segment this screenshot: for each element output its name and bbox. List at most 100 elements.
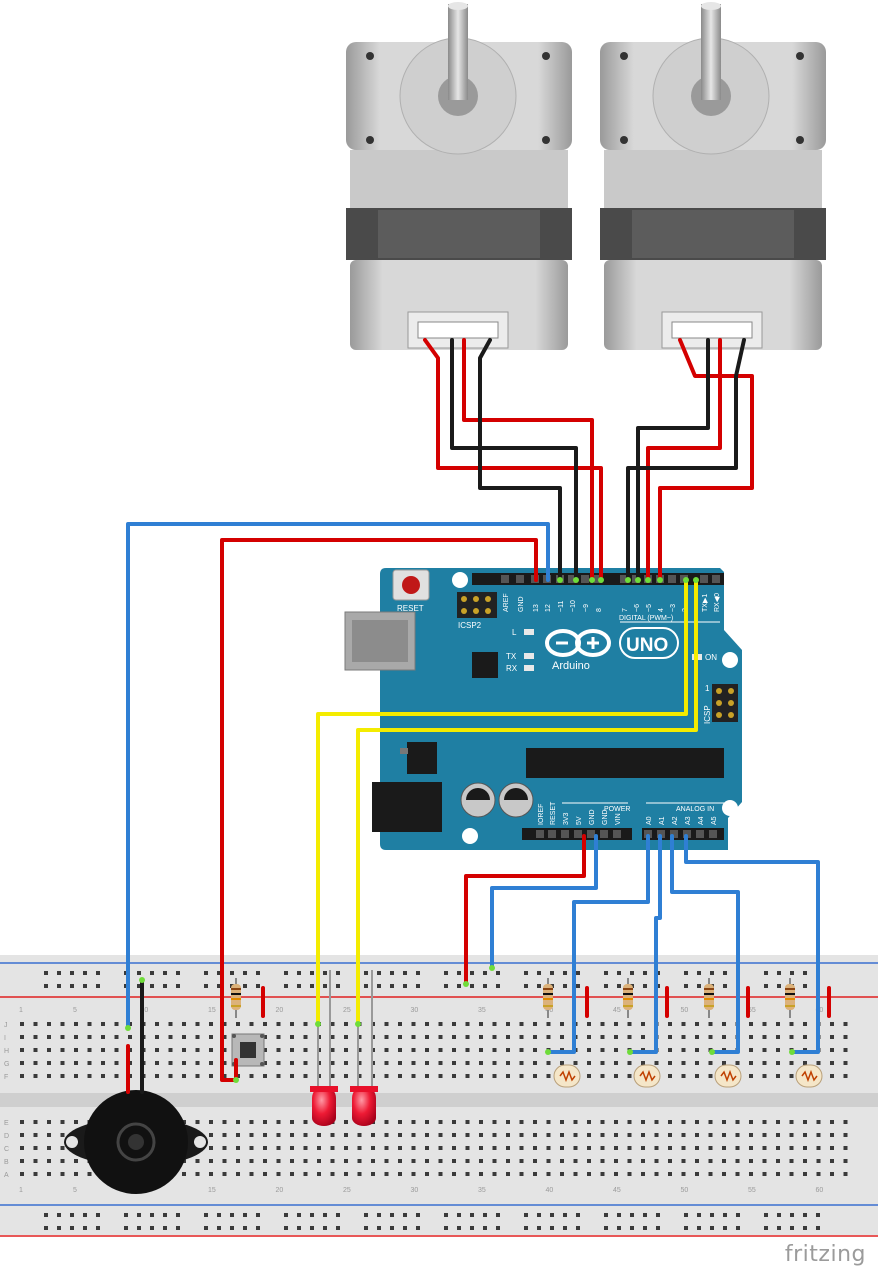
breadboard-hole	[762, 1022, 767, 1026]
icsp2-pin	[461, 596, 467, 602]
breadboard-column-number: 5	[73, 1187, 77, 1194]
power-rail-hole	[256, 984, 260, 988]
power-rail-hole	[83, 971, 87, 975]
power-rail-hole	[390, 1213, 394, 1217]
power-rail-hole	[617, 1226, 621, 1230]
power-rail-hole	[217, 1226, 221, 1230]
breadboard-hole	[708, 1074, 713, 1078]
breadboard: 1155101015152020252530303535404045455050…	[0, 955, 878, 1237]
breadboard-hole	[384, 1146, 389, 1150]
wire-end	[315, 1021, 321, 1027]
breadboard-hole	[263, 1035, 267, 1039]
breadboard-hole	[155, 1074, 159, 1078]
breadboard-hole	[20, 1061, 24, 1065]
breadboard-hole	[749, 1035, 753, 1039]
breadboard-hole	[438, 1146, 443, 1150]
breadboard-hole	[641, 1172, 645, 1176]
wire-end	[463, 981, 469, 987]
power-rail-hole	[790, 971, 794, 975]
breadboard-hole	[398, 1048, 402, 1052]
breadboard-hole	[87, 1035, 92, 1039]
breadboard-hole	[506, 1035, 510, 1039]
wire-endpoints	[125, 577, 795, 1083]
breadboard-hole	[33, 1048, 38, 1052]
breadboard-hole	[276, 1172, 281, 1176]
breadboard-hole	[47, 1133, 51, 1137]
wire-end	[589, 577, 595, 583]
power-rail-hole	[444, 984, 448, 988]
power-rail-hole	[57, 971, 61, 975]
breadboard-hole	[47, 1074, 51, 1078]
breadboard-hole	[290, 1061, 294, 1065]
breadboard-hole	[344, 1146, 348, 1150]
breadboard-hole	[263, 1159, 267, 1163]
breadboard-hole	[411, 1022, 416, 1026]
breadboard-hole	[789, 1172, 794, 1176]
breadboard-hole	[533, 1159, 537, 1163]
photoresistor-4	[795, 1064, 823, 1088]
header-pin	[700, 575, 708, 583]
power-rail-hole	[150, 1226, 154, 1230]
power-rail-hole	[124, 1226, 128, 1230]
breadboard-hole	[60, 1172, 65, 1176]
pin-label: ~6	[634, 604, 641, 612]
power-rail-hole	[336, 971, 340, 975]
pin-label: 13	[533, 604, 540, 612]
breadboard-hole	[492, 1146, 497, 1150]
breadboard-hole	[479, 1120, 483, 1124]
power-rail-hole	[57, 1226, 61, 1230]
header-pin	[594, 575, 602, 583]
breadboard-hole	[479, 1022, 483, 1026]
breadboard-hole	[479, 1035, 483, 1039]
breadboard-hole	[398, 1120, 402, 1124]
breadboard-hole	[533, 1061, 537, 1065]
power-rail-hole	[643, 1213, 647, 1217]
breadboard-hole	[506, 1022, 510, 1026]
pin-label: RX◀0	[714, 593, 721, 612]
wire-motor-left-3	[462, 338, 594, 582]
power-rail-hole	[604, 1226, 608, 1230]
breadboard-hole	[303, 1172, 308, 1176]
breadboard-hole	[438, 1159, 443, 1163]
breadboard-hole	[816, 1172, 821, 1176]
header-pin	[568, 575, 576, 583]
power-rail-hole	[684, 1213, 688, 1217]
breadboard-hole	[600, 1146, 605, 1150]
breadboard-hole	[465, 1061, 470, 1065]
breadboard-hole	[587, 1035, 591, 1039]
breadboard-column-number: 50	[681, 1187, 689, 1194]
power-rail-hole	[576, 984, 580, 988]
power-rail-hole	[764, 984, 768, 988]
power-rail-hole	[96, 984, 100, 988]
power-rail-hole	[803, 984, 807, 988]
breadboard-hole	[560, 1133, 564, 1137]
breadboard-hole	[155, 1035, 159, 1039]
breadboard-hole	[803, 1146, 807, 1150]
pin-label: ~10	[570, 600, 577, 612]
icsp-pin	[716, 700, 722, 706]
power-rail-hole	[576, 1226, 580, 1230]
breadboard-hole	[627, 1146, 632, 1150]
power-rail-hole	[70, 984, 74, 988]
header-pin	[712, 575, 720, 583]
power-rail-hole	[790, 1226, 794, 1230]
breadboard-hole	[627, 1120, 632, 1124]
breadboard-hole	[762, 1172, 767, 1176]
breadboard-hole	[681, 1133, 686, 1137]
breadboard-hole	[371, 1146, 375, 1150]
breadboard-hole	[60, 1035, 65, 1039]
breadboard-hole	[830, 1035, 834, 1039]
icsp2-pin	[485, 608, 491, 614]
breadboard-hole	[708, 1061, 713, 1065]
breadboard-hole	[641, 1061, 645, 1065]
breadboard-hole	[249, 1172, 254, 1176]
breadboard-hole	[357, 1061, 362, 1065]
power-rail-hole	[230, 1213, 234, 1217]
breadboard-hole	[749, 1022, 753, 1026]
power-rail-hole	[656, 1226, 660, 1230]
power-rail-hole	[44, 971, 48, 975]
breadboard-hole	[668, 1133, 672, 1137]
pin-label: 7	[622, 608, 629, 612]
breadboard-hole	[614, 1172, 618, 1176]
power-rail-hole	[163, 1213, 167, 1217]
